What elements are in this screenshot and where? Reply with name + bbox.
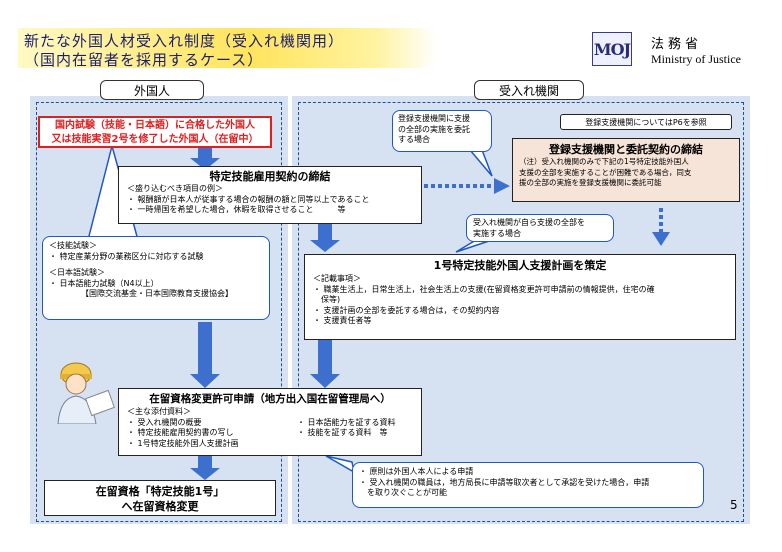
callout-delegate-all: 登録支援機関に支援 の全部の実施を委託 する場合 xyxy=(392,110,492,152)
attachment-left2: ・ 特定技能雇用契約書の写し xyxy=(127,428,234,437)
contract-sub: ＜盛り込むべき項目の例＞ xyxy=(127,184,223,193)
skill-exam-heading: ＜技能試験＞ xyxy=(49,241,97,250)
jp-exam-item: ・ 日本語能力試験（N4以上） xyxy=(49,278,159,288)
apply-line2: ・ 受入れ機関の職員は，地方局長に申請等取次者として承認を受けた場合，申請 xyxy=(359,477,650,487)
plan-title: 1号特定技能外国人支援計画を策定 xyxy=(433,259,607,272)
jp-exam-heading: ＜日本語試験＞ xyxy=(49,268,105,277)
self-line1: 受入れ機関が自ら支援の全部を xyxy=(473,218,585,227)
delegate-line1: 登録支援機関に支援 xyxy=(398,114,470,123)
page-number: 5 xyxy=(730,498,738,512)
application-title: 在留資格変更許可申請（地方出入国在留管理局へ） xyxy=(149,393,391,405)
employer-frame xyxy=(298,102,744,522)
column-header-foreigner: 外国人 xyxy=(100,80,204,100)
registered-title: 登録支援機関と委託契約の締結 xyxy=(549,143,703,156)
apply-line1: ・ 原則は外国人本人による申請 xyxy=(359,467,474,476)
dotted-arrow-head-right xyxy=(494,178,510,194)
delegate-line2: の全部の実施を委託 xyxy=(398,124,470,134)
arrow-plan-to-application xyxy=(310,340,340,388)
qualified-line2: 又は技能実習2号を修了した外国人（在留中） xyxy=(51,134,259,145)
registered-line2: 支援の全部を実施することが困難である場合，同支 xyxy=(519,167,692,177)
callout-self-support: 受入れ機関が自ら支援の全部を 実施する場合 xyxy=(466,214,614,242)
callout-exams: ＜技能試験＞ ・ 特定産業分野の業務区分に対応する試験 ＜日本語試験＞ ・ 日本… xyxy=(42,236,270,320)
status-change-result-box: 在留資格「特定技能1号」 へ在留資格変更 xyxy=(44,480,276,516)
plan-item3: ・ 支援責任者等 xyxy=(313,316,372,325)
worker-icon xyxy=(57,362,115,424)
attachment-left3: ・ 1号特定技能外国人支援計画 xyxy=(127,438,239,448)
registered-support-contract-box: 登録支援機関と委託契約の締結 （注）受入れ機関のみで下記の1号特定技能外国人 支… xyxy=(512,138,740,202)
result-line1: 在留資格「特定技能1号」 xyxy=(95,485,225,498)
apply-line3: を取り次ぐことが可能 xyxy=(359,488,447,497)
qualified-foreigner-box: 国内試験（技能・日本語）に合格した外国人 又は技能実習2号を修了した外国人（在留… xyxy=(38,116,272,148)
application-attachments: ・ 受入れ機関の概要 ・ 特定技能雇用契約書の写し ・ 1号特定技能外国人支援計… xyxy=(127,418,413,450)
application-sub: ＜主な添付資料＞ xyxy=(127,407,191,416)
contract-title: 特定技能雇用契約の締結 xyxy=(209,170,331,183)
attachment-right1: ・ 日本語能力を証する資料 xyxy=(297,417,396,427)
plan-item1: ・ 職業生活上，日常生活上，社会生活上の支援(在留資格変更許可申請前の情報提供，… xyxy=(313,284,655,294)
support-plan-box: 1号特定技能外国人支援計画を策定 ＜記載事項＞ ・ 職業生活上，日常生活上，社会… xyxy=(304,254,736,340)
jp-exam-org: 【国際交流基金・日本国際教育支援協会】 xyxy=(81,289,233,298)
registered-line1: （注）受入れ機関のみで下記の1号特定技能外国人 xyxy=(519,157,689,166)
arrow-foreigner-to-application xyxy=(190,322,220,388)
title-band xyxy=(18,28,438,68)
delegate-line3: する場合 xyxy=(398,135,430,144)
contract-item2: ・ 一時帰国を希望した場合，休暇を取得させること 等 xyxy=(127,205,346,214)
status-change-application-box: 在留資格変更許可申請（地方出入国在留管理局へ） ＜主な添付資料＞ ・ 受入れ機関… xyxy=(118,388,422,456)
arrow-application-to-result xyxy=(190,456,220,480)
registered-line3: 援の全部の実施を登録支援機関に委託可能 xyxy=(519,178,662,187)
contract-item1: ・ 報酬額が日本人が従事する場合の報酬の額と同等以上であること xyxy=(127,194,370,204)
moj-logo-icon: MOJ xyxy=(592,32,632,66)
arrow-exam-to-contract xyxy=(190,146,220,170)
result-line2: へ在留資格変更 xyxy=(121,500,199,513)
reference-note: 登録支援機関についてはP6を参照 xyxy=(560,114,732,130)
dotted-arrow-head-down xyxy=(652,232,670,246)
page-title-line2: （国内在留者を採用するケース） xyxy=(24,51,264,69)
callout-application-note: ・ 原則は外国人本人による申請 ・ 受入れ機関の職員は，地方局長に申請等取次者と… xyxy=(352,462,704,508)
page-title-line1: 新たな外国人材受入れ制度（受入れ機関用） xyxy=(24,32,345,50)
employment-contract-box: 特定技能雇用契約の締結 ＜盛り込むべき項目の例＞ ・ 報酬額が日本人が従事する場… xyxy=(118,166,422,224)
qualified-line1: 国内試験（技能・日本語）に合格した外国人 xyxy=(55,120,255,131)
callout-apply-tail xyxy=(325,455,356,474)
foreigner-frame xyxy=(36,102,282,522)
skill-exam-item: ・ 特定産業分野の業務区分に対応する試験 xyxy=(49,251,204,261)
ministry-name-en: Ministry of Justice xyxy=(651,52,741,66)
callout-delegate-tail xyxy=(468,149,493,177)
plan-item1b: 保等) xyxy=(313,295,341,304)
plan-sub: ＜記載事項＞ xyxy=(313,274,361,283)
arrow-contract-to-plan xyxy=(310,222,340,252)
attachment-right2: ・ 技能を証する資料 等 xyxy=(297,428,388,437)
attachment-left1: ・ 受入れ機関の概要 xyxy=(127,417,202,427)
plan-item2: ・ 支援計画の全部を委託する場合は，その契約内容 xyxy=(313,305,500,315)
self-line2: 実施する場合 xyxy=(473,228,521,238)
column-header-employer: 受入れ機関 xyxy=(474,80,584,100)
ministry-name-jp: 法務省 xyxy=(651,37,703,52)
